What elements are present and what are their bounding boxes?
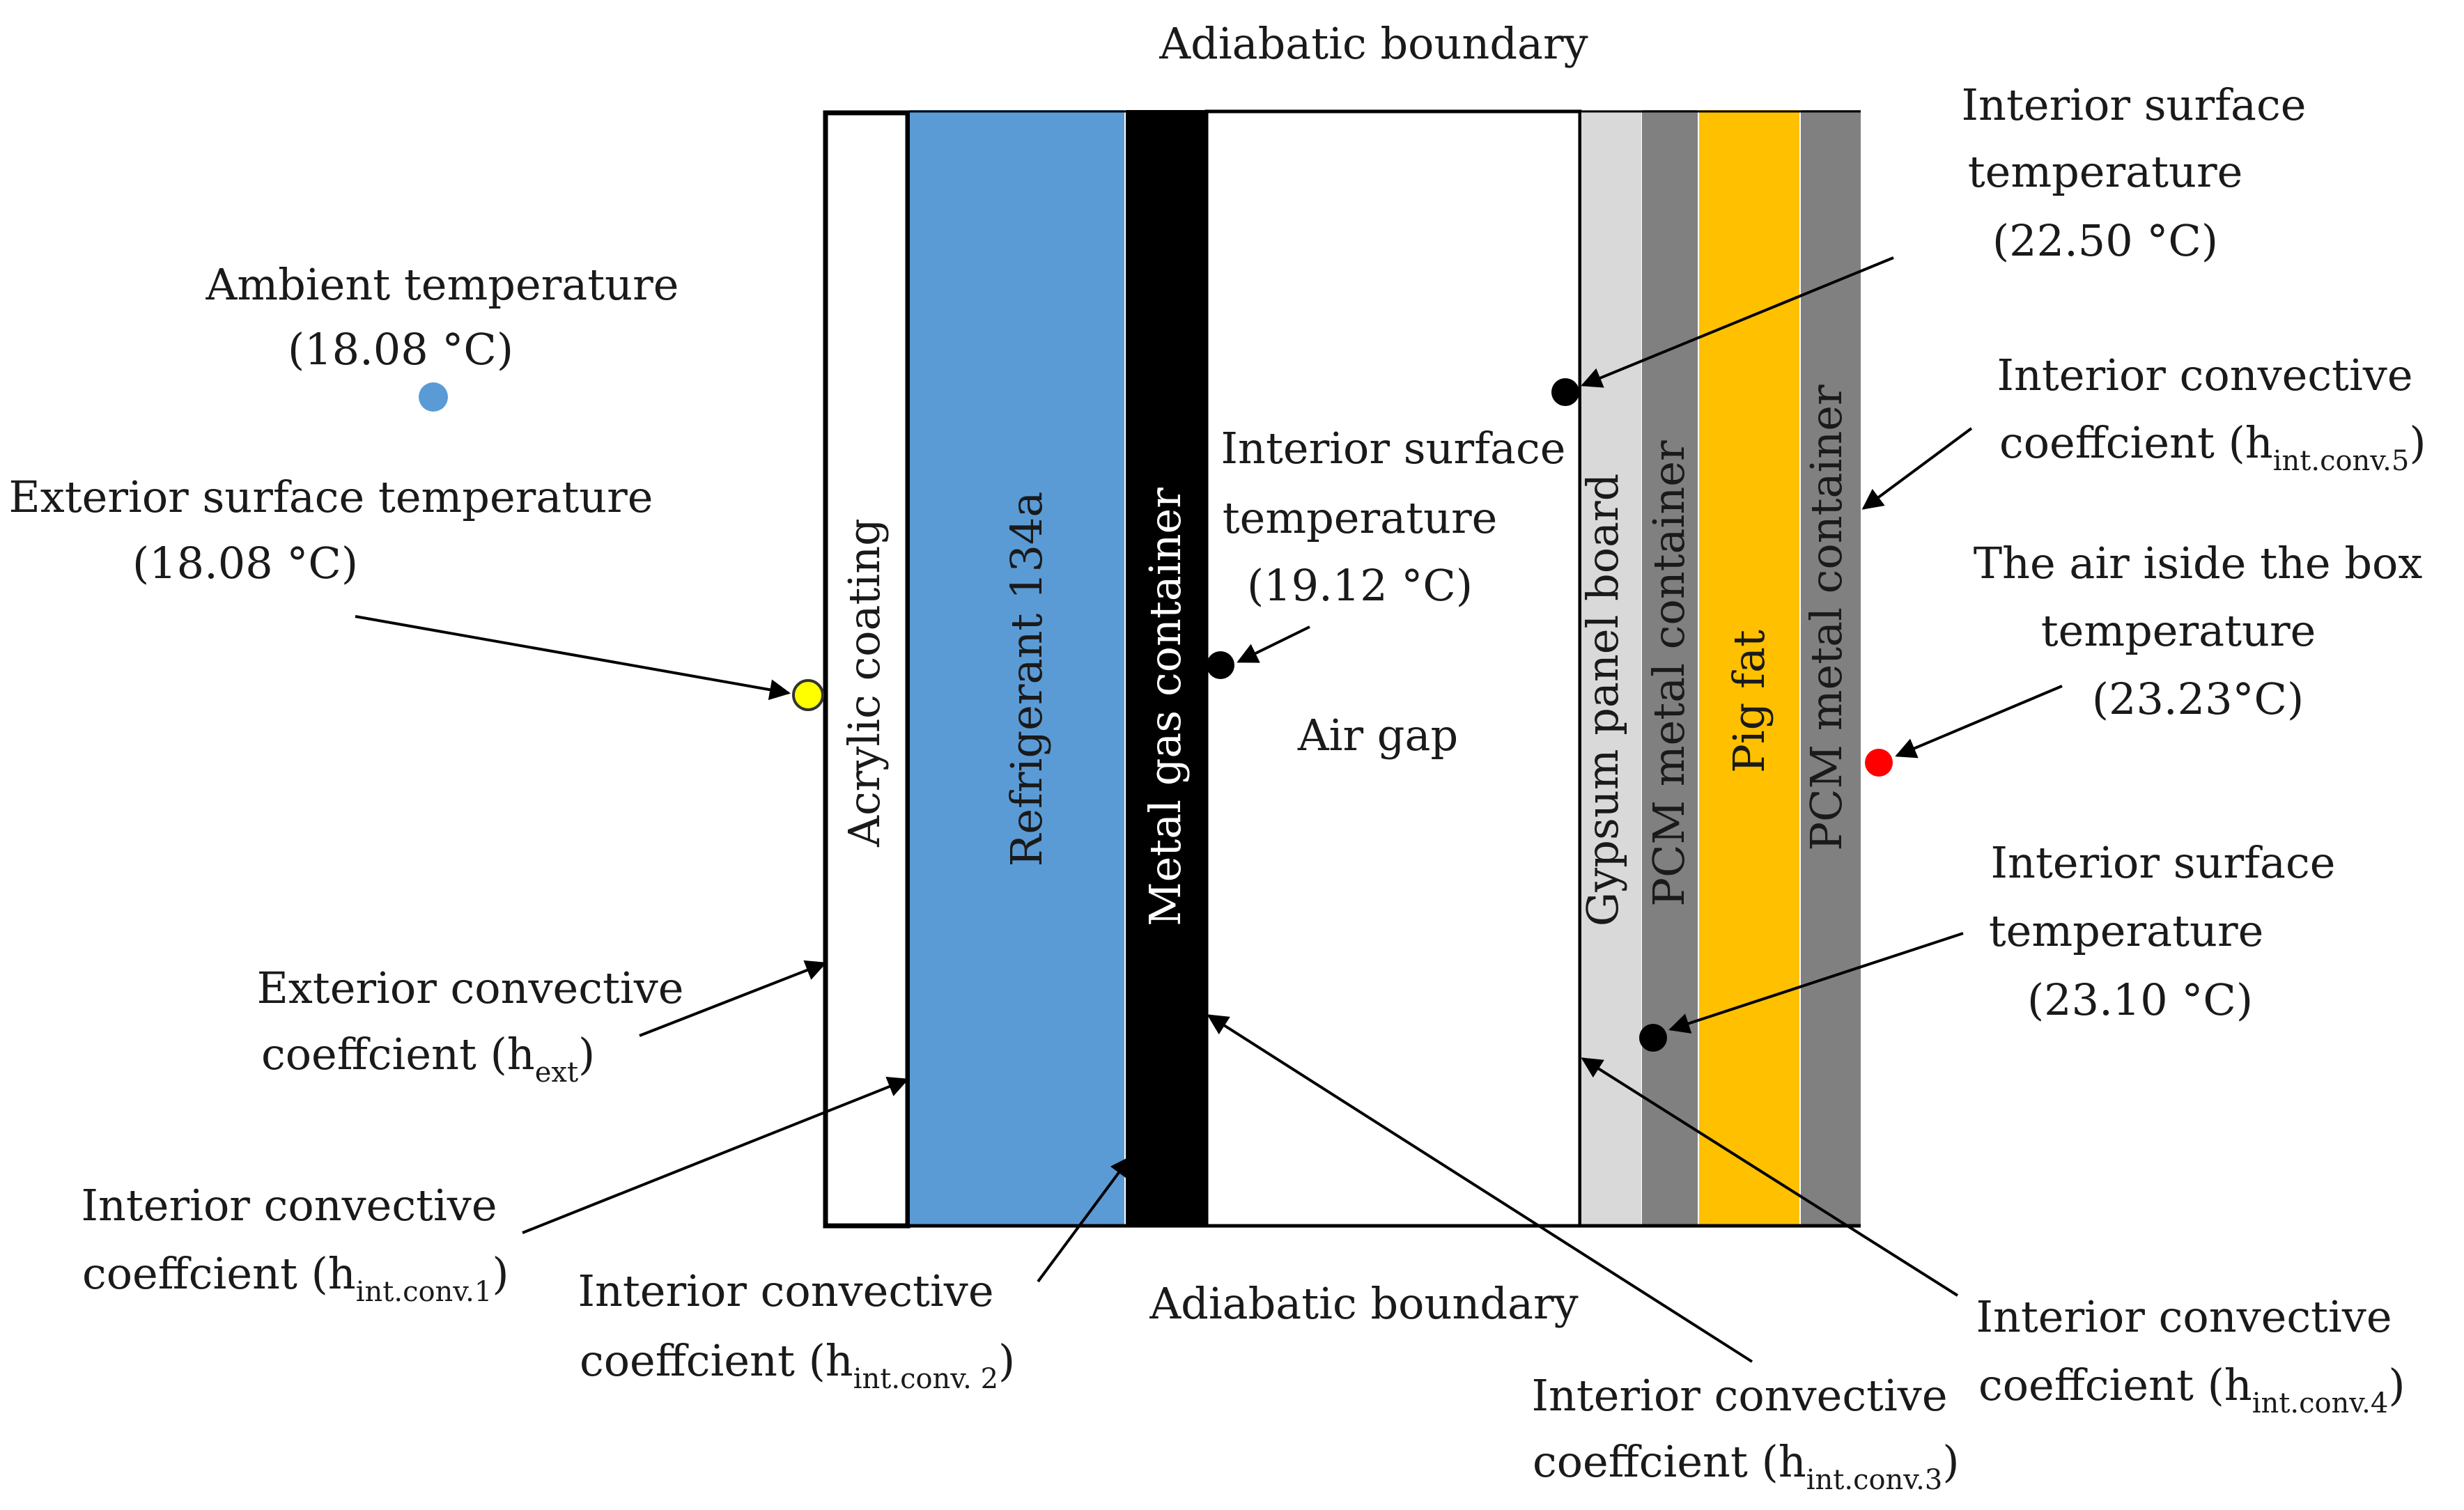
layer-pig-fat (1699, 110, 1799, 1226)
arrow-coefficient-int3 (1207, 1014, 1753, 1363)
interior-surface-2-line2: temperature (1968, 146, 2243, 197)
coefficient-ext-line1: Exterior convective (257, 963, 684, 1013)
layer-air-gap (1204, 109, 1582, 1228)
leader-arrows (355, 256, 2063, 1363)
label-pcm-container-2: PCM metal container (1801, 384, 1852, 851)
label-gypsum-board: Gypsum panel board (1577, 474, 1628, 927)
air-inside-box-label: The air iside the box temperature (23.23… (1974, 538, 2423, 724)
coefficient-int1-label: Interior convective coeffcient (hint.con… (81, 1180, 509, 1308)
arrow-exterior-surface (355, 615, 791, 701)
interior-surface-3-value: (23.10 °C) (2027, 974, 2253, 1025)
wall-layers (823, 109, 1861, 1229)
interior-surface-3-line1: Interior surface (1991, 837, 2336, 888)
air-inside-box-value: (23.23°C) (2092, 674, 2304, 724)
coefficient-int3-line1: Interior convective (1531, 1370, 1947, 1421)
coefficient-int1-line1: Interior convective (81, 1180, 497, 1231)
layer-gypsum-board (1581, 110, 1641, 1226)
exterior-surface-title: Exterior surface temperature (9, 472, 653, 522)
interior-surface-marker-1 (1207, 651, 1234, 679)
interior-surface-label-1: Interior surface temperature (19.12 °C) (1221, 423, 1566, 611)
label-refrigerant: Refrigerant 134a (1001, 492, 1052, 867)
ambient-temperature-label: Ambient temperature (18.08 °C) (206, 259, 679, 375)
arrow-coefficient-ext (639, 960, 827, 1037)
coefficient-int5-line2: coeffcient (hint.conv.5) (1999, 417, 2426, 477)
layer-labels: Acrylic coating Refrigerant 134a Metal g… (839, 384, 1852, 926)
exterior-surface-value: (18.08 °C) (132, 538, 358, 589)
bottom-boundary-label: Adiabatic boundary (1149, 1278, 1578, 1329)
interior-surface-3-line2: temperature (1989, 905, 2264, 956)
coefficient-int3-line2: coeffcient (hint.conv.3) (1533, 1436, 1960, 1496)
ambient-temperature-value: (18.08 °C) (288, 324, 513, 375)
coefficient-int2-line2: coeffcient (hint.conv. 2) (580, 1335, 1015, 1395)
coefficient-int2-label: Interior convective coeffcient (hint.con… (578, 1266, 1015, 1395)
arrow-interior-surface-1 (1237, 625, 1310, 663)
arrow-coefficient-int1 (522, 1077, 909, 1234)
top-boundary-label: Adiabatic boundary (1159, 18, 1588, 69)
coefficient-int1-line2: coeffcient (hint.conv.1) (82, 1248, 509, 1308)
interior-surface-1-line2: temperature (1223, 492, 1498, 543)
interior-surface-label-3: Interior surface temperature (23.10 °C) (1989, 837, 2336, 1025)
interior-surface-2-line1: Interior surface (1962, 79, 2307, 130)
coefficient-int2-line1: Interior convective (578, 1266, 993, 1316)
ambient-temperature-marker (419, 382, 448, 412)
air-inside-box-marker (1865, 749, 1893, 777)
label-pig-fat: Pig fat (1723, 630, 1774, 773)
label-acrylic-coating: Acrylic coating (839, 518, 890, 848)
coefficient-int4-line1: Interior convective (1976, 1291, 2392, 1342)
layer-metal-gas-container (1126, 110, 1205, 1226)
air-inside-box-line2: temperature (2041, 605, 2316, 656)
label-air-gap: Air gap (1297, 710, 1458, 761)
interior-surface-1-line1: Interior surface (1221, 423, 1566, 474)
exterior-surface-marker (792, 679, 824, 711)
exterior-surface-label: Exterior surface temperature (18.08 °C) (9, 472, 653, 589)
interior-surface-1-value: (19.12 °C) (1247, 560, 1473, 611)
interior-surface-label-2: Interior surface temperature (22.50 °C) (1962, 79, 2307, 266)
arrow-coefficient-int2 (1037, 1155, 1131, 1283)
layer-pcm-container-2 (1801, 110, 1861, 1226)
arrow-coefficient-int5 (1861, 427, 1973, 510)
coefficient-int5-label: Interior convective coeffcient (hint.con… (1997, 350, 2426, 477)
coefficient-int5-line1: Interior convective (1997, 350, 2412, 400)
coefficient-int4-label: Interior convective coeffcient (hint.con… (1976, 1291, 2405, 1419)
label-pcm-container-1: PCM metal container (1643, 440, 1694, 907)
arrow-coefficient-int4 (1581, 1057, 1959, 1297)
layer-refrigerant (910, 110, 1124, 1226)
coefficient-ext-line2: coeffcient (hext) (261, 1029, 595, 1089)
ambient-temperature-title: Ambient temperature (206, 259, 679, 310)
layer-acrylic-coating (823, 110, 911, 1229)
interior-surface-marker-2 (1551, 378, 1579, 406)
arrow-interior-surface-2 (1581, 256, 1894, 388)
interior-surface-marker-3 (1639, 1024, 1667, 1052)
label-metal-gas-container: Metal gas container (1140, 488, 1191, 926)
temperature-markers (419, 378, 1893, 1052)
interior-surface-2-value: (22.50 °C) (1992, 215, 2218, 266)
air-inside-box-line1: The air iside the box (1974, 538, 2423, 589)
arrow-air-inside-box (1895, 685, 2063, 758)
coefficient-ext-label: Exterior convective coeffcient (hext) (257, 963, 684, 1089)
arrow-interior-surface-3 (1668, 932, 1964, 1034)
coefficient-int3-label: Interior convective coeffcient (hint.con… (1531, 1370, 1959, 1496)
coefficient-int4-line2: coeffcient (hint.conv.4) (1978, 1360, 2405, 1419)
